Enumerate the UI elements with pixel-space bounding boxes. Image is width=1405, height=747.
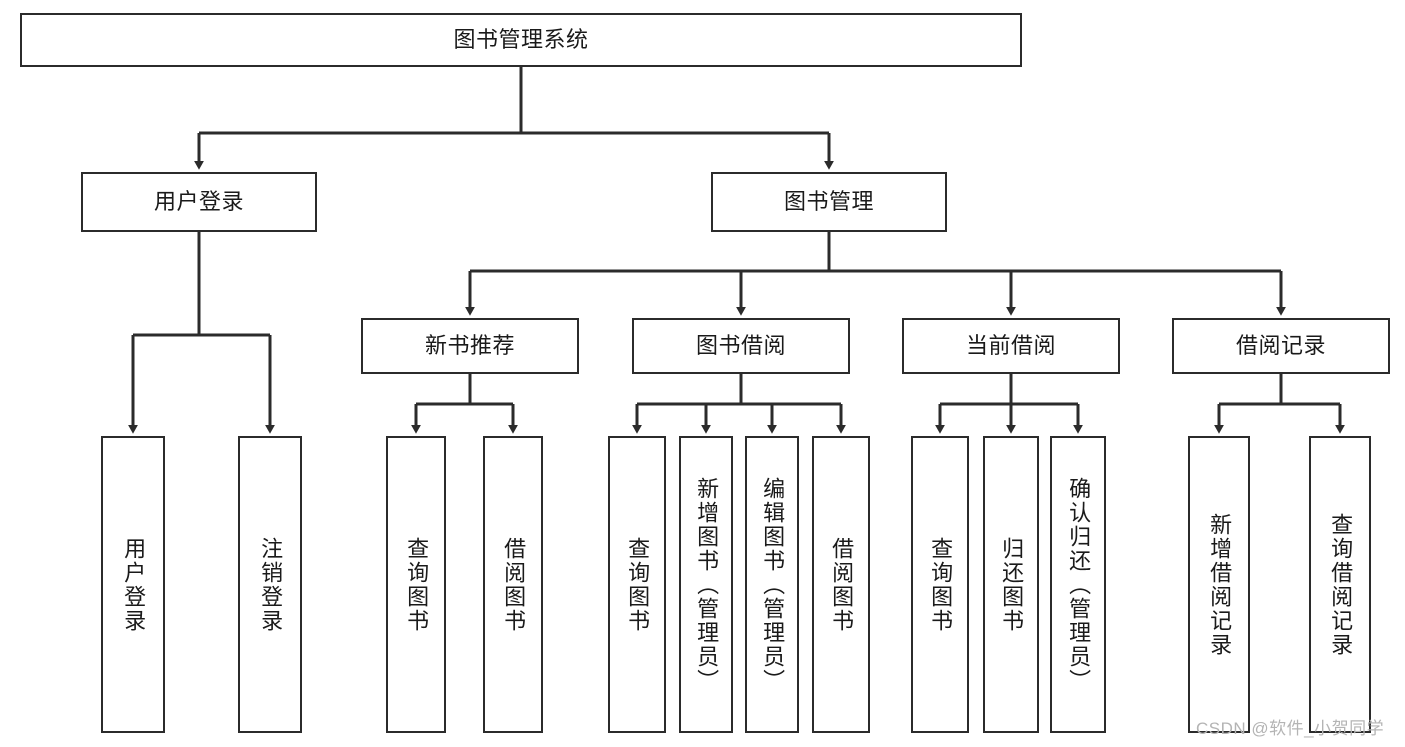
- node-leaf-query-record-label: 查询借阅记录: [1328, 512, 1354, 657]
- node-leaf-borrow-book-bb-label: 借阅图书: [829, 536, 855, 633]
- node-leaf-borrow-book-rec-label: 借阅图书: [501, 536, 527, 633]
- node-leaf-user-logout-label: 注销登录: [258, 536, 284, 633]
- node-book-manage[interactable]: 图书管理: [711, 172, 947, 232]
- node-user-login-label: 用户登录: [153, 188, 244, 214]
- node-new-book-rec[interactable]: 新书推荐: [361, 318, 579, 374]
- node-leaf-confirm-return-label: 确认归还（管理员）: [1066, 476, 1092, 693]
- node-leaf-query-book-rec[interactable]: 查询图书: [386, 436, 446, 733]
- node-leaf-query-book-cb[interactable]: 查询图书: [911, 436, 969, 733]
- node-leaf-user-login-label: 用户登录: [121, 536, 147, 633]
- node-leaf-user-login[interactable]: 用户登录: [101, 436, 165, 733]
- node-book-borrow-label: 图书借阅: [695, 332, 786, 358]
- node-leaf-edit-book[interactable]: 编辑图书（管理员）: [745, 436, 799, 733]
- node-root[interactable]: 图书管理系统: [20, 13, 1022, 67]
- node-leaf-return-book[interactable]: 归还图书: [983, 436, 1039, 733]
- node-leaf-query-book-bb-label: 查询图书: [625, 536, 651, 633]
- node-book-manage-label: 图书管理: [783, 188, 874, 214]
- node-new-book-rec-label: 新书推荐: [424, 332, 515, 358]
- node-leaf-add-record[interactable]: 新增借阅记录: [1188, 436, 1250, 733]
- node-leaf-edit-book-label: 编辑图书（管理员）: [760, 476, 786, 693]
- node-leaf-user-logout[interactable]: 注销登录: [238, 436, 302, 733]
- node-leaf-query-record[interactable]: 查询借阅记录: [1309, 436, 1371, 733]
- node-current-borrow-label: 当前借阅: [965, 332, 1056, 358]
- node-leaf-query-book-bb[interactable]: 查询图书: [608, 436, 666, 733]
- node-leaf-return-book-label: 归还图书: [999, 536, 1025, 633]
- node-leaf-query-book-cb-label: 查询图书: [928, 536, 954, 633]
- node-borrow-record[interactable]: 借阅记录: [1172, 318, 1390, 374]
- node-leaf-borrow-book-bb[interactable]: 借阅图书: [812, 436, 870, 733]
- node-book-borrow[interactable]: 图书借阅: [632, 318, 850, 374]
- node-leaf-add-record-label: 新增借阅记录: [1207, 512, 1233, 657]
- node-leaf-borrow-book-rec[interactable]: 借阅图书: [483, 436, 543, 733]
- node-leaf-confirm-return[interactable]: 确认归还（管理员）: [1050, 436, 1106, 733]
- node-leaf-add-book-label: 新增图书（管理员）: [694, 476, 720, 693]
- node-leaf-query-book-rec-label: 查询图书: [404, 536, 430, 633]
- node-user-login[interactable]: 用户登录: [81, 172, 317, 232]
- node-root-label: 图书管理系统: [453, 26, 589, 52]
- node-borrow-record-label: 借阅记录: [1235, 332, 1326, 358]
- node-current-borrow[interactable]: 当前借阅: [902, 318, 1120, 374]
- node-leaf-add-book[interactable]: 新增图书（管理员）: [679, 436, 733, 733]
